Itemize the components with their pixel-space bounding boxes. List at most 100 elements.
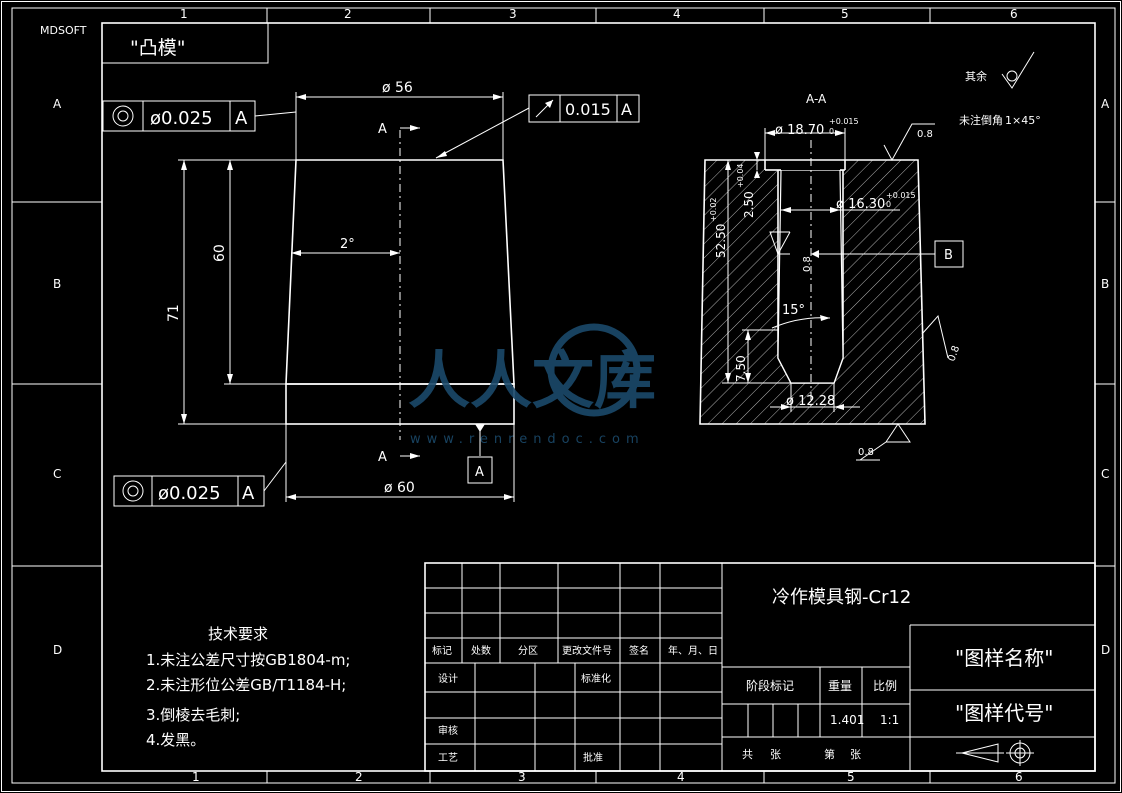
tolerance-frame-top: ø0.025 A — [102, 100, 297, 132]
dim-top-diameter: ø 56 — [295, 80, 504, 160]
tb-part-code: "图样代号" — [955, 701, 1053, 725]
zone-label-right-D: D — [1101, 643, 1110, 657]
dim-depth-total: 52.50 +0.02 — [709, 160, 791, 384]
roughness-rest-icon — [1001, 51, 1035, 89]
dim-depth-bottom: 7.50 — [734, 329, 778, 383]
roughness-top: 0.8 — [883, 123, 935, 162]
section-mark-bottom: A — [378, 450, 420, 465]
roughness-inner-text: 0.8 — [802, 256, 813, 272]
datum-A-text: A — [475, 465, 484, 480]
tb-sheet-suffix: 张 — [850, 748, 861, 761]
zone-label-top-1: 1 — [180, 7, 188, 21]
section-mark-top-text: A — [378, 122, 387, 137]
bottom-zone-labels: 1 2 3 4 5 6 — [192, 770, 1023, 784]
title-block — [424, 562, 1096, 772]
zone-label-left-A: A — [53, 97, 62, 111]
zone-label-top-4: 4 — [673, 7, 681, 21]
dim-angle-15deg-text: 15° — [782, 303, 805, 318]
tb-label-zone: 分区 — [518, 645, 538, 657]
tech-requirements: 技术要求 1.未注公差尺寸按GB1804-m; 2.未注形位公差GB/T1184… — [146, 625, 350, 749]
datum-A: A — [467, 424, 493, 484]
roughness-side-text: 0.8 — [946, 344, 962, 363]
tb-total-prefix: 共 — [742, 748, 753, 761]
tb-scale-value: 1:1 — [880, 713, 899, 727]
dim-bore-bottom-text: ø 12.28 — [786, 394, 835, 409]
tb-label-count: 处数 — [471, 644, 491, 657]
dim-height-60: 60 — [212, 159, 296, 385]
dim-depth-top-tol: +0.04 — [736, 163, 745, 188]
zone-label-bottom-6: 6 — [1015, 770, 1023, 784]
dim-top-diameter-text: ø 56 — [382, 80, 413, 96]
tb-weight-value: 1.401 — [830, 713, 864, 727]
tech-requirement-2: 2.未注形位公差GB/T1184-H; — [146, 676, 346, 694]
tb-label-review: 审核 — [438, 724, 458, 737]
dim-bore-top-tol2: 0 — [829, 127, 834, 136]
zone-label-bottom-1: 1 — [192, 770, 200, 784]
dim-bore-top-tol: +0.015 — [829, 117, 859, 126]
zone-label-left-D: D — [53, 643, 62, 657]
zone-label-top-6: 6 — [1010, 7, 1018, 21]
tb-part-name: "图样名称" — [955, 646, 1053, 670]
tolerance-runout-value: 0.015 — [565, 100, 611, 119]
dim-angle-2deg-text: 2° — [340, 237, 355, 252]
roughness-bottom: 0.8 — [856, 423, 911, 461]
tech-requirements-title: 技术要求 — [208, 625, 268, 643]
zone-label-right-B: B — [1101, 277, 1109, 291]
section-mark-top: A — [378, 122, 420, 137]
tb-material: 冷作模具钢-Cr12 — [772, 587, 911, 608]
side-zone-labels: A B C D A B C D — [53, 97, 1110, 657]
roughness-side: 0.8 — [921, 314, 962, 363]
dim-height-60-text: 60 — [212, 244, 228, 262]
tb-label-date: 年、月、日 — [668, 644, 718, 657]
roughness-top-text: 0.8 — [917, 129, 933, 140]
tolerance-top-datum: A — [235, 108, 248, 129]
frame-corner-label: MDSOFT — [40, 24, 87, 37]
dim-depth-total-text: 52.50 — [714, 224, 728, 258]
watermark: 人人文库 www.renrendoc.com — [408, 323, 656, 447]
dim-depth-top-text: 2.50 — [742, 191, 756, 218]
top-zone-labels: 1 2 3 4 5 6 — [180, 7, 1018, 21]
dim-bottom-diameter: ø 60 — [285, 424, 515, 502]
dim-depth-top: 2.50 +0.04 — [736, 152, 760, 218]
dim-bore-mid-tol2: 0 — [886, 200, 891, 209]
title-block-labels: 标记 处数 分区 更改文件号 签名 年、月、日 设计 标准化 审核 工艺 批准 … — [432, 644, 899, 764]
zone-label-bottom-5: 5 — [847, 770, 855, 784]
tb-sheet-prefix: 第 — [824, 747, 835, 761]
tb-label-standard: 标准化 — [581, 672, 611, 685]
dim-angle-2deg: 2° — [291, 237, 400, 256]
dim-depth-bottom-text: 7.50 — [734, 355, 748, 382]
rest-roughness-label: 其余 — [965, 69, 987, 83]
chamfer-value: 1×45° — [1005, 114, 1041, 127]
section-view-title: A-A — [806, 92, 827, 106]
tb-label-approve: 批准 — [583, 751, 603, 764]
tb-label-sign: 签名 — [629, 644, 649, 657]
zone-label-bottom-3: 3 — [518, 770, 526, 784]
datum-B: B — [811, 240, 964, 268]
zone-label-top-2: 2 — [344, 7, 352, 21]
drawing-title-box — [101, 22, 269, 64]
zone-label-top-5: 5 — [841, 7, 849, 21]
zone-label-right-A: A — [1101, 97, 1110, 111]
tolerance-runout-datum: A — [621, 100, 632, 119]
roughness-bottom-text: 0.8 — [858, 447, 874, 458]
dim-bore-mid-text: ø 16.30 — [836, 197, 885, 212]
concentricity-icon — [112, 105, 134, 127]
notes-top-right: 其余 未注倒角 1×45° — [959, 51, 1041, 127]
dim-bore-mid-tol: +0.015 — [886, 191, 916, 200]
dim-bore-top-text: ø 18.70 — [775, 123, 824, 138]
tech-requirement-4: 4.发黑。 — [146, 731, 205, 749]
zone-label-left-C: C — [53, 467, 61, 481]
tb-label-weight: 重量 — [828, 679, 852, 693]
zone-label-left-B: B — [53, 277, 61, 291]
tolerance-top-value: ø0.025 — [150, 108, 213, 129]
section-mark-bottom-text: A — [378, 450, 387, 465]
dim-bore-mid: ø 16.30 +0.015 0 — [781, 191, 916, 213]
dim-height-71: 71 — [166, 159, 286, 425]
watermark-url: www.renrendoc.com — [410, 432, 645, 447]
dim-bore-top: ø 18.70 +0.015 0 — [764, 117, 859, 160]
zone-label-top-3: 3 — [509, 7, 517, 21]
tolerance-bottom-value: ø0.025 — [158, 483, 221, 504]
watermark-text: 人人文库 — [408, 344, 656, 417]
punch-outline — [285, 130, 515, 440]
